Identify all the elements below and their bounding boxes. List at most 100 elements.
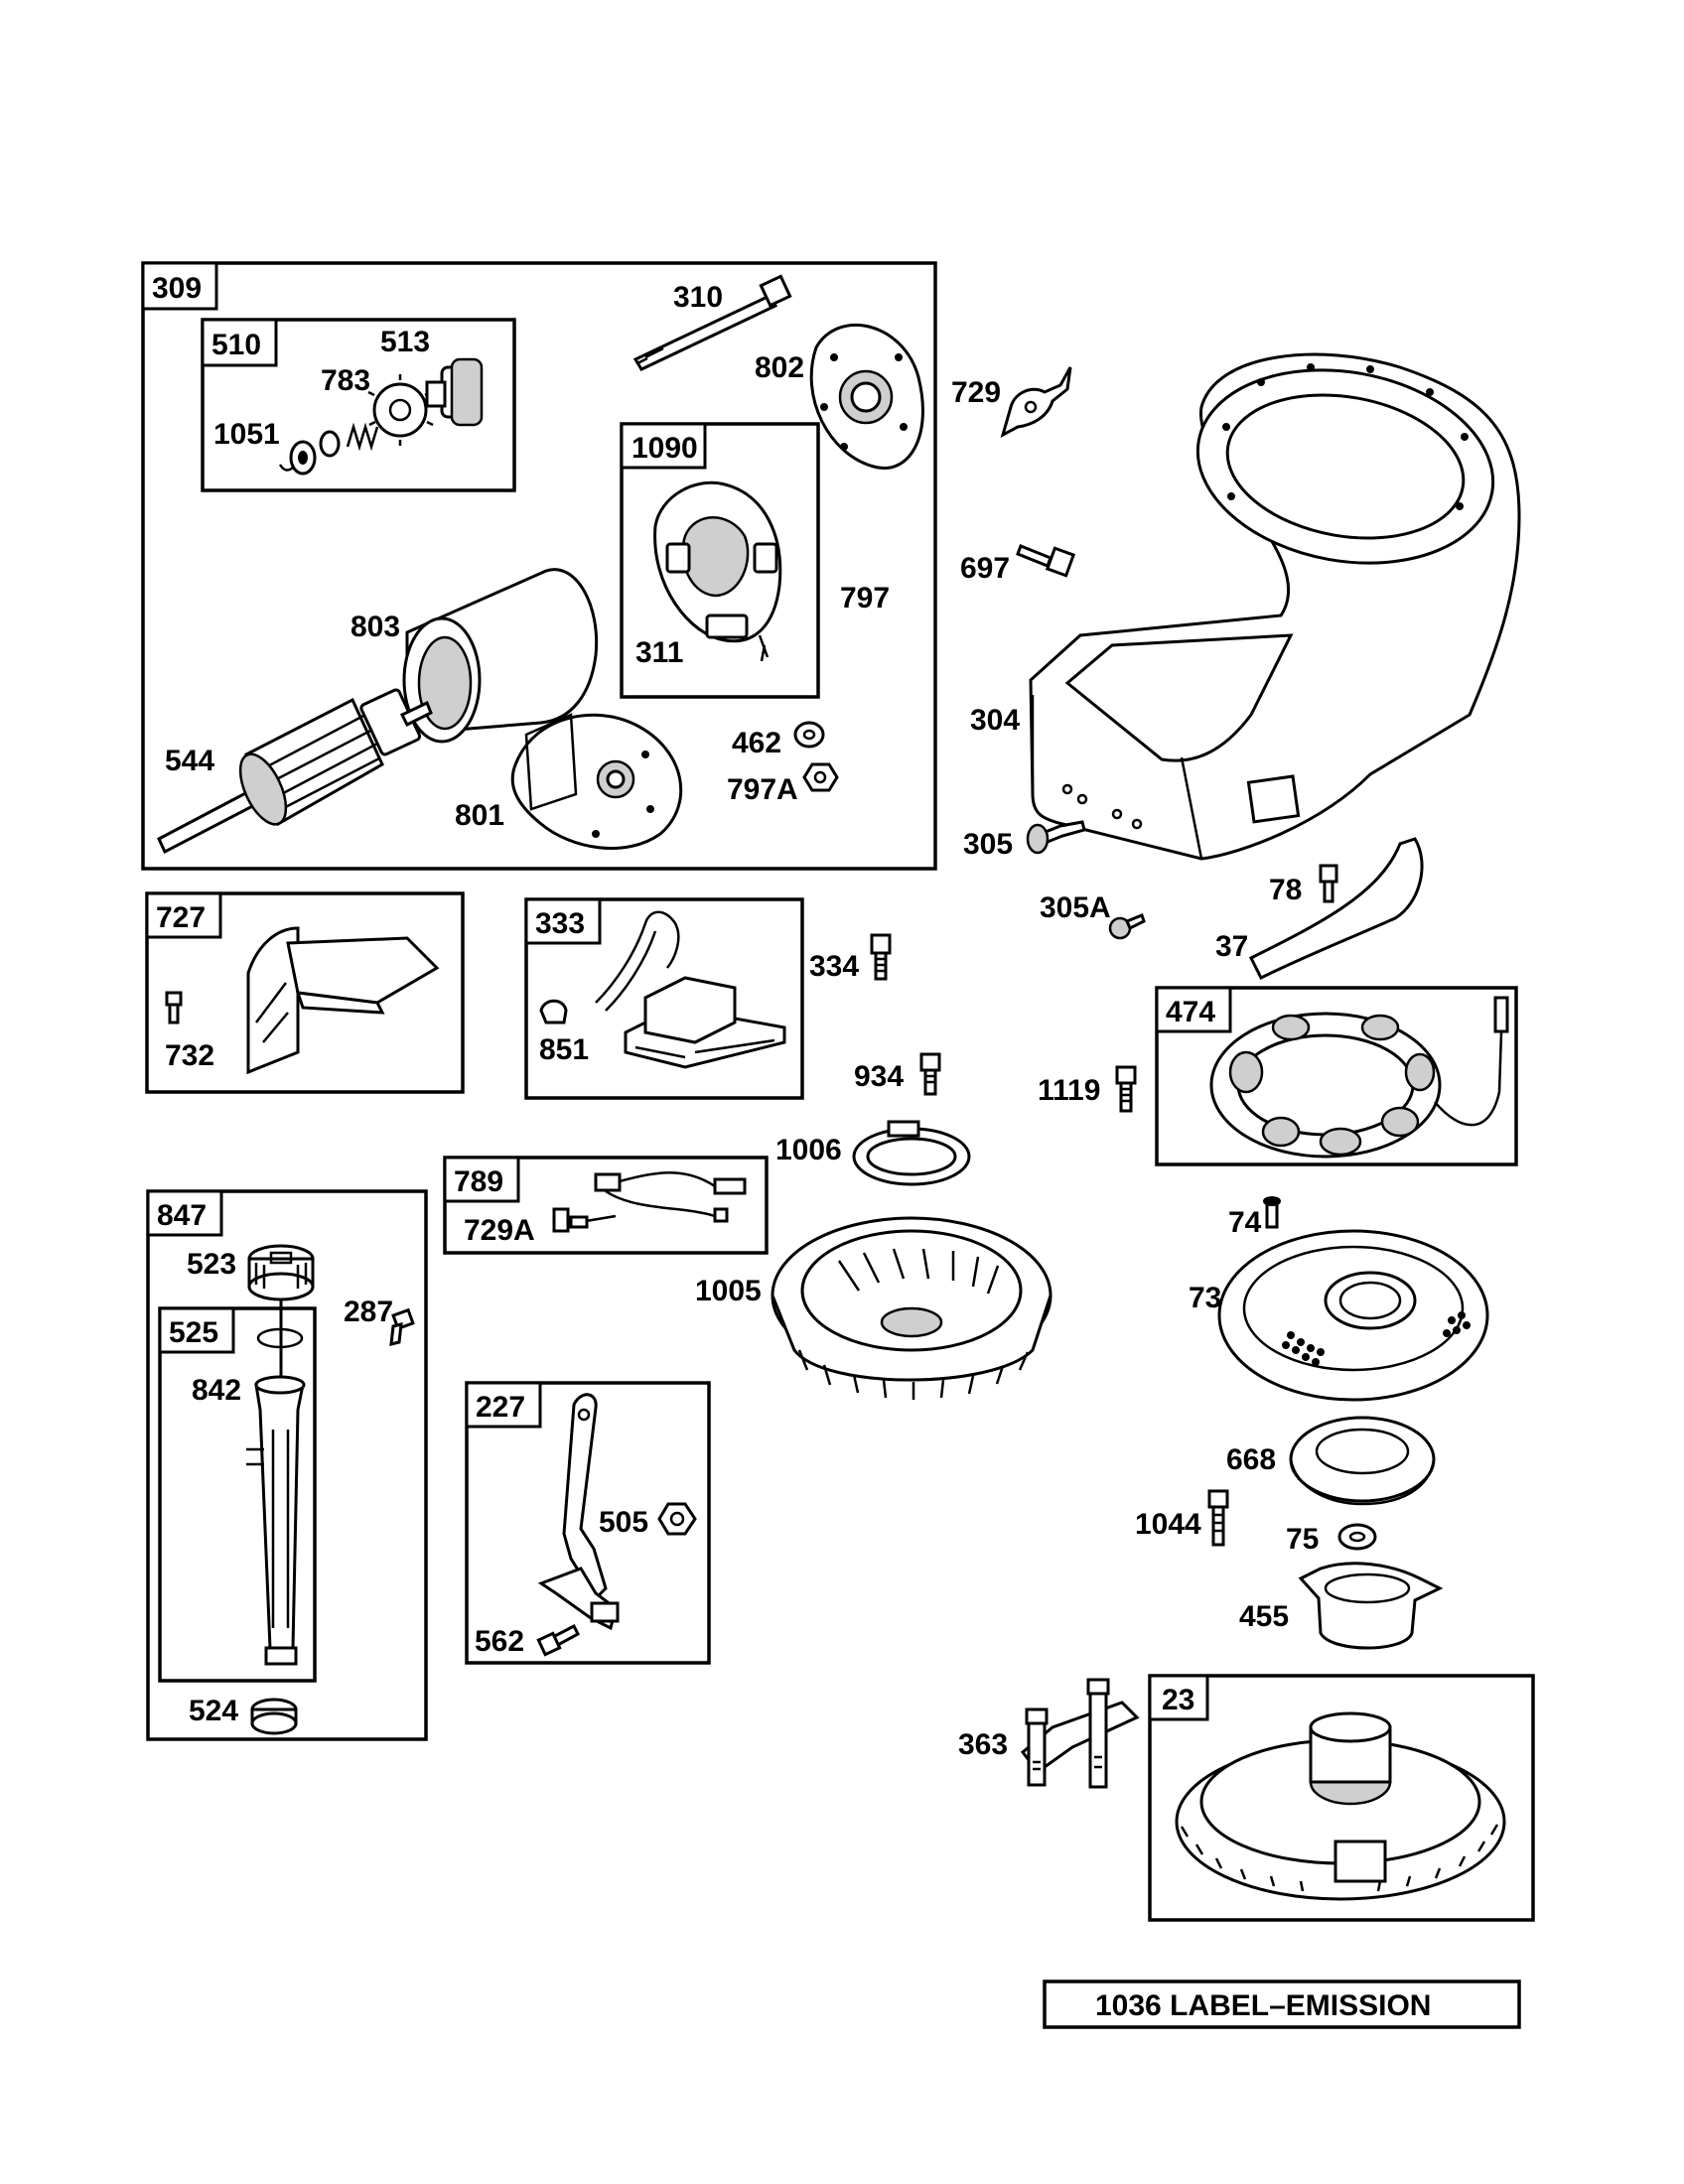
label-842: 842 xyxy=(192,1374,241,1407)
group-727-label: 727 xyxy=(156,901,206,934)
label-697: 697 xyxy=(960,552,1010,585)
grommet-524 xyxy=(250,1698,298,1735)
cup-668 xyxy=(1289,1416,1436,1506)
label-797: 797 xyxy=(840,582,890,614)
group-333-label: 333 xyxy=(535,907,585,940)
alternator-474 xyxy=(1209,996,1509,1159)
clip-729A xyxy=(552,1207,570,1233)
group-1090-frame xyxy=(620,422,820,699)
screw-305A xyxy=(1108,913,1146,940)
group-525-frame xyxy=(158,1306,317,1683)
clip-851 xyxy=(539,999,568,1024)
fan-1005 xyxy=(771,1216,1052,1400)
label-523: 523 xyxy=(187,1248,236,1281)
wiring-harness-789 xyxy=(569,1171,747,1229)
screw-74 xyxy=(1263,1196,1281,1229)
label-305: 305 xyxy=(963,828,1013,861)
washer-462 xyxy=(793,721,825,749)
starter-cup-455 xyxy=(1298,1562,1444,1650)
drive-spacer xyxy=(319,430,341,458)
screw-562 xyxy=(536,1623,580,1657)
screw-1044 xyxy=(1207,1489,1229,1547)
label-1051: 1051 xyxy=(213,418,280,451)
label-513: 513 xyxy=(380,326,430,358)
group-847-label: 847 xyxy=(157,1199,207,1232)
label-934: 934 xyxy=(854,1060,904,1093)
screw-78 xyxy=(1319,864,1338,903)
label-78: 78 xyxy=(1269,874,1302,906)
label-801: 801 xyxy=(455,799,504,832)
dipstick-tube-525 xyxy=(246,1298,306,1666)
governor-lever-227 xyxy=(537,1393,620,1631)
emission-label-text: 1036 LABEL–EMISSION xyxy=(1095,1989,1431,2022)
label-668: 668 xyxy=(1226,1443,1276,1476)
label-74: 74 xyxy=(1228,1206,1262,1239)
label-287: 287 xyxy=(344,1296,393,1328)
motor-housing-803 xyxy=(402,568,599,744)
screw-697 xyxy=(1016,544,1076,578)
blower-housing-304 xyxy=(1029,352,1521,861)
drive-pinion-gear-783 xyxy=(367,374,434,446)
label-803: 803 xyxy=(351,611,400,643)
label-1005: 1005 xyxy=(695,1275,762,1307)
group-474-frame xyxy=(1155,986,1518,1166)
label-310: 310 xyxy=(673,281,723,314)
drive-washer xyxy=(289,440,317,476)
label-75: 75 xyxy=(1286,1523,1319,1556)
trigger-1006 xyxy=(852,1120,971,1186)
screw-732 xyxy=(165,991,183,1024)
ignition-armature-333 xyxy=(595,910,786,1069)
label-732: 732 xyxy=(165,1039,214,1072)
label-562: 562 xyxy=(475,1625,524,1658)
screw-334 xyxy=(870,933,892,981)
label-851: 851 xyxy=(539,1033,589,1066)
group-510-frame xyxy=(201,318,516,492)
drive-spring-783 xyxy=(346,422,379,452)
group-227-frame xyxy=(465,1381,711,1665)
end-cap-801 xyxy=(510,713,683,850)
label-1119: 1119 xyxy=(1038,1074,1100,1107)
label-455: 455 xyxy=(1239,1600,1289,1633)
washer-75 xyxy=(1337,1523,1377,1551)
flywheel-23 xyxy=(1175,1711,1506,1901)
screen-73 xyxy=(1217,1229,1489,1402)
label-802: 802 xyxy=(755,351,804,384)
screw-305 xyxy=(1026,820,1086,855)
label-729: 729 xyxy=(951,376,1001,409)
label-363: 363 xyxy=(958,1728,1008,1761)
bracket-363 xyxy=(1020,1678,1140,1789)
label-797A: 797A xyxy=(727,773,798,806)
brush-holder-311 xyxy=(653,480,782,662)
label-783: 783 xyxy=(321,364,370,397)
group-847-frame xyxy=(146,1189,428,1741)
label-505: 505 xyxy=(599,1506,648,1539)
screw-287 xyxy=(389,1307,415,1346)
label-73: 73 xyxy=(1189,1282,1221,1314)
group-309-frame xyxy=(141,261,937,871)
nut-797A xyxy=(802,762,839,792)
group-23-label: 23 xyxy=(1162,1684,1194,1716)
dipstick-cap-523 xyxy=(247,1244,315,1301)
nut-505 xyxy=(657,1502,697,1536)
group-789-frame xyxy=(443,1156,769,1255)
through-bolt-310 xyxy=(632,274,792,371)
group-727-frame xyxy=(145,891,465,1094)
group-525-label: 525 xyxy=(169,1316,218,1349)
group-1090-label: 1090 xyxy=(632,432,698,465)
screw-1119 xyxy=(1115,1065,1137,1113)
label-462: 462 xyxy=(732,727,781,759)
label-544: 544 xyxy=(165,745,214,777)
label-311: 311 xyxy=(635,636,683,669)
end-plate-802 xyxy=(809,324,924,470)
air-guide-727 xyxy=(246,926,440,1075)
label-334: 334 xyxy=(809,950,859,983)
group-474-label: 474 xyxy=(1166,996,1215,1028)
label-304: 304 xyxy=(970,704,1020,737)
group-510-label: 510 xyxy=(211,329,261,361)
drive-hub-513 xyxy=(425,357,484,427)
label-1044: 1044 xyxy=(1135,1508,1201,1541)
bracket-729 xyxy=(1000,366,1072,438)
armature-544 xyxy=(157,688,433,855)
group-23-frame xyxy=(1148,1674,1535,1922)
